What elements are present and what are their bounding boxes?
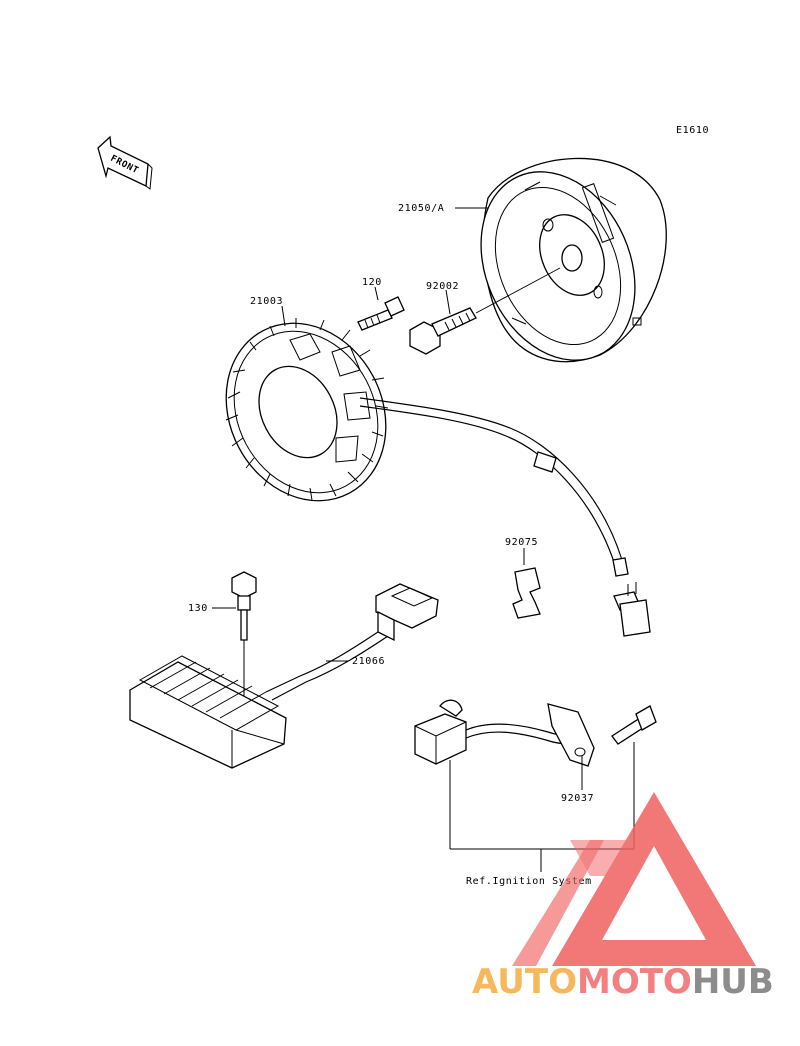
watermark-moto: MOTO	[576, 962, 692, 1002]
callout-flywheel-bolt: 92002	[426, 281, 459, 292]
flywheel-rotor	[480, 157, 667, 363]
bolt-120	[357, 296, 405, 331]
flywheel-bolt	[409, 267, 561, 355]
watermark-hub: HUB	[691, 962, 774, 1002]
watermark-auto: AUTO	[472, 962, 577, 1002]
callout-collar: 92037	[561, 793, 594, 804]
ignition-pickup	[414, 699, 657, 767]
front-arrow-icon: FRONT	[97, 135, 153, 190]
callout-regulator-bolt: 130	[188, 603, 208, 614]
callout-stator: 21003	[250, 296, 283, 307]
callout-clamp: 92075	[505, 537, 538, 548]
diagram-code: E1610	[676, 125, 709, 136]
watermark-brand: AUTOMOTOHUB	[472, 962, 792, 1002]
ref-ignition-system-label: Ref.Ignition System	[466, 876, 592, 887]
callout-regulator: 21066	[352, 656, 385, 667]
callout-bolt-120: 120	[362, 277, 382, 288]
regulator-rectifier	[129, 583, 439, 769]
wire-clamp	[512, 567, 541, 619]
watermark-logo-triangle	[512, 792, 756, 966]
stator-coil	[225, 318, 389, 502]
stator-harness	[359, 397, 651, 637]
callout-flywheel: 21050/A	[398, 203, 444, 214]
regulator-bolt	[231, 571, 257, 712]
